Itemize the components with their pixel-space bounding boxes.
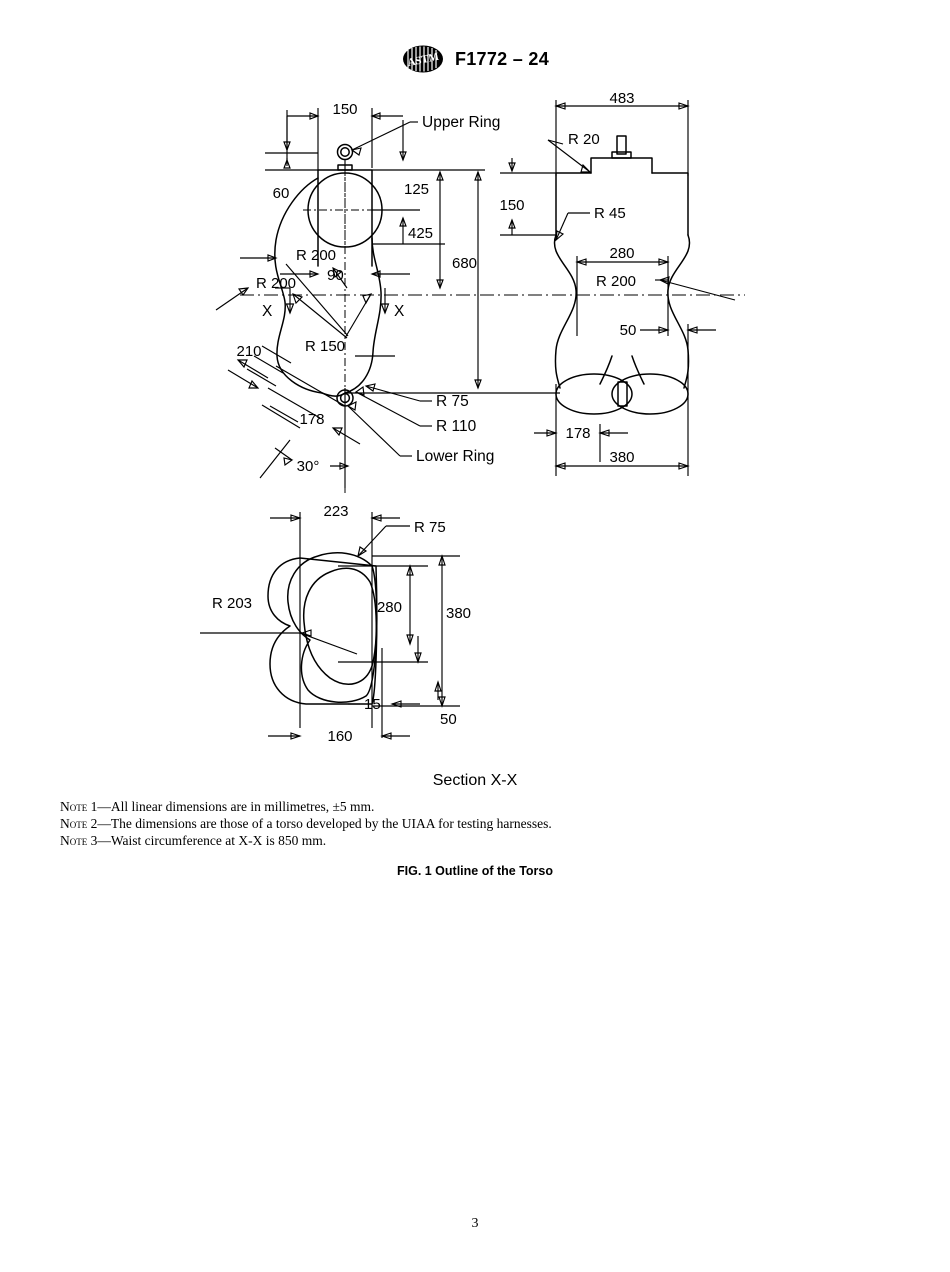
label-lower-ring: Lower Ring bbox=[416, 448, 494, 465]
document-header: ASTM F1772 – 24 bbox=[0, 44, 950, 74]
dim-125-side: 125 bbox=[404, 181, 429, 198]
radius-r200-upper-side: R 200 bbox=[296, 247, 336, 264]
note-text: —The dimensions are those of a torso dev… bbox=[97, 816, 552, 831]
radius-r20-front: R 20 bbox=[568, 131, 600, 148]
section-mark-x-left: X bbox=[262, 303, 273, 320]
dim-15-section: 15 bbox=[364, 696, 381, 713]
front-view-dimensions: 483 R 20 150 R 45 bbox=[499, 90, 736, 476]
dim-50-section: 50 bbox=[440, 711, 457, 728]
figure-1-drawing: 150 60 125 bbox=[0, 88, 950, 788]
dim-210-side: 210 bbox=[236, 343, 261, 360]
dim-223-section: 223 bbox=[323, 503, 348, 520]
section-view-dimensions: 223 R 75 R 203 280 bbox=[212, 503, 471, 745]
figure-caption: FIG. 1 Outline of the Torso bbox=[396, 864, 554, 878]
page-number: 3 bbox=[471, 1216, 479, 1231]
note-label: Note 1 bbox=[60, 799, 98, 814]
radius-r203-section: R 203 bbox=[212, 595, 252, 612]
label-upper-ring: Upper Ring bbox=[422, 114, 500, 131]
section-view-geometry bbox=[200, 552, 378, 705]
dim-178-side: 178 bbox=[299, 411, 324, 428]
section-mark-x-right: X bbox=[394, 303, 405, 320]
dim-280-section: 280 bbox=[377, 599, 402, 616]
dim-178-front: 178 bbox=[565, 425, 590, 442]
radius-r200-front: R 200 bbox=[596, 273, 636, 290]
note-label: Note 2 bbox=[60, 816, 98, 831]
astm-logo-icon: ASTM bbox=[401, 44, 445, 74]
dim-60-side: 60 bbox=[273, 185, 290, 202]
standard-designation: F1772 – 24 bbox=[454, 48, 550, 69]
radius-r45-front: R 45 bbox=[594, 205, 626, 222]
upper-ring-geometry bbox=[336, 143, 354, 171]
dim-380-front: 380 bbox=[609, 449, 634, 466]
radius-r75-section: R 75 bbox=[414, 519, 446, 536]
dim-680-side: 680 bbox=[452, 255, 477, 272]
dim-380-section: 380 bbox=[446, 605, 471, 622]
dim-150-side: 150 bbox=[332, 101, 357, 118]
dim-160-section: 160 bbox=[327, 728, 352, 745]
note-text: —Waist circumference at X-X is 850 mm. bbox=[97, 833, 327, 848]
section-x-x-title: Section X-X bbox=[432, 772, 518, 789]
dim-280-front: 280 bbox=[609, 245, 634, 262]
notes-list: Note 1—All linear dimensions are in mill… bbox=[60, 798, 890, 849]
dim-483-front: 483 bbox=[609, 90, 634, 107]
radius-r110-side: R 110 bbox=[436, 418, 477, 435]
side-view-dimensions: 150 60 125 bbox=[215, 101, 560, 479]
note-item: Note 1—All linear dimensions are in mill… bbox=[60, 798, 890, 815]
dim-50-front: 50 bbox=[620, 322, 637, 339]
dim-425-side: 425 bbox=[408, 225, 433, 242]
note-text: —All linear dimensions are in millimetre… bbox=[97, 799, 375, 814]
note-item: Note 2—The dimensions are those of a tor… bbox=[60, 815, 890, 832]
note-label: Note 3 bbox=[60, 833, 98, 848]
radius-r150-side: R 150 bbox=[305, 338, 345, 355]
radius-r75-side: R 75 bbox=[436, 393, 469, 410]
note-item: Note 3—Waist circumference at X-X is 850… bbox=[60, 832, 890, 849]
dim-30-deg-side: 30° bbox=[297, 458, 320, 475]
dim-150-front: 150 bbox=[499, 197, 524, 214]
